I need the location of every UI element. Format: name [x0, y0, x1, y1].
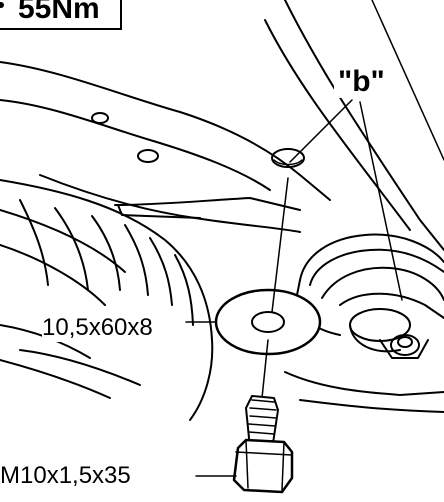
frame-line-right — [371, 0, 444, 161]
mount-nut — [390, 334, 420, 356]
crossmember-top-edge — [0, 61, 331, 201]
torque-value: 55Nm — [18, 0, 100, 25]
washer-hole — [251, 311, 285, 333]
leader-b-hole — [289, 99, 353, 163]
bolt — [232, 395, 294, 494]
crossmember-bottom — [114, 197, 301, 211]
reference-label-b: "b" — [334, 66, 389, 98]
washer-label: 10,5x60x8 — [42, 314, 155, 342]
torque-callout: 55Nm — [0, 0, 122, 30]
body-contour-inner — [264, 19, 411, 231]
bolt-label: M10x1,5x35 — [0, 462, 133, 490]
center-line — [271, 177, 289, 313]
tire-outline — [0, 179, 214, 421]
bullet-icon — [0, 2, 4, 8]
hole-1 — [91, 112, 109, 124]
mount-outer — [299, 233, 444, 281]
crossmember-mid-edge — [0, 99, 271, 191]
lower-arm — [284, 371, 444, 396]
body-contour-outer — [284, 0, 444, 251]
hole-2 — [137, 149, 159, 163]
leader-b-mount — [359, 101, 403, 301]
hole-b — [271, 148, 305, 168]
